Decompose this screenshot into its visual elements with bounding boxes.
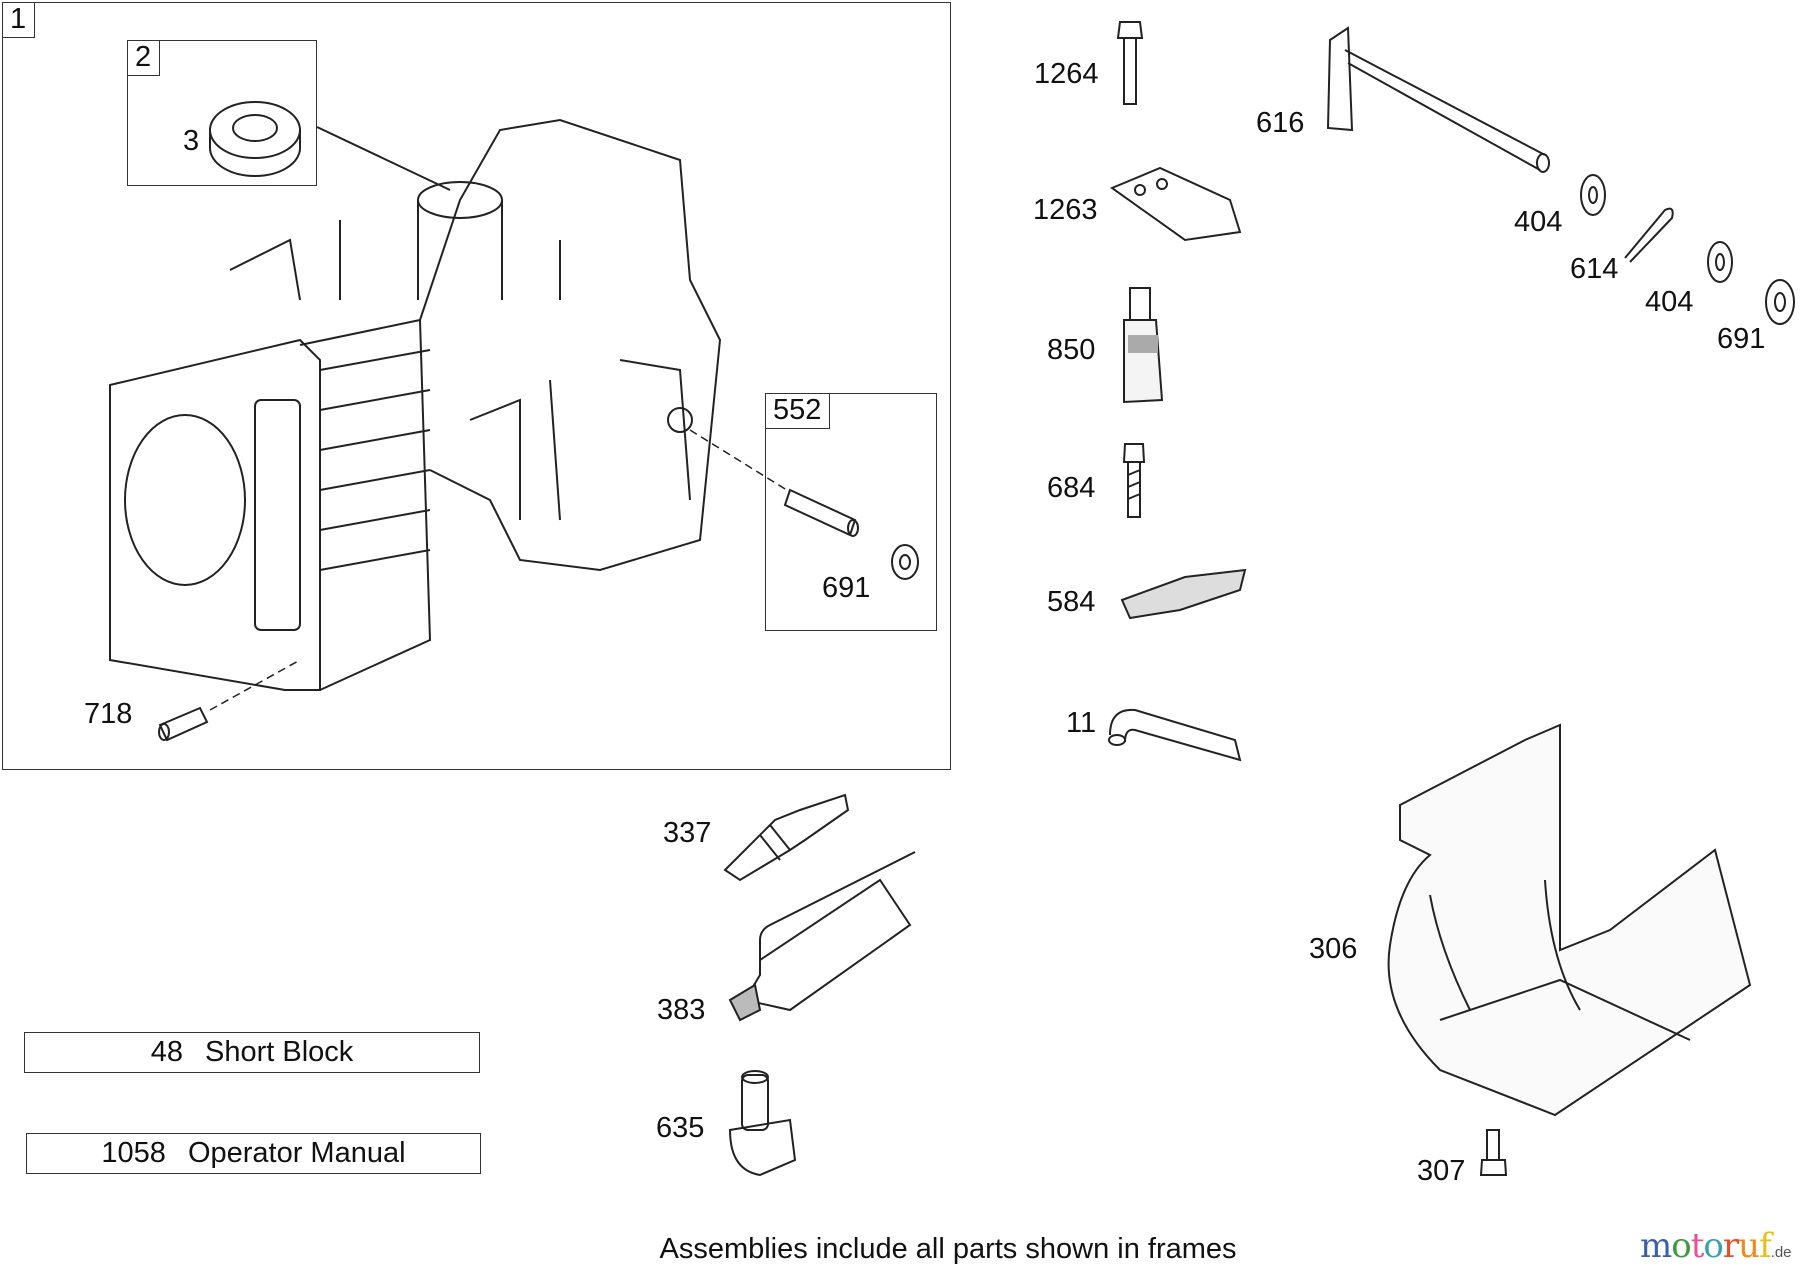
frame-pin-kit: 552 xyxy=(765,393,937,631)
boot-drawing xyxy=(728,1070,797,1177)
shaft-drawing xyxy=(1326,26,1550,173)
cotter-pin-drawing xyxy=(1624,207,1674,263)
kit-label: Short Block xyxy=(204,1036,354,1068)
footer-note: Assemblies include all parts shown in fr… xyxy=(659,1233,1237,1265)
pin-drawing xyxy=(783,488,859,537)
callout-1264[interactable]: 1264 xyxy=(1034,58,1099,90)
screw-drawing xyxy=(1116,21,1144,105)
callout-3[interactable]: 3 xyxy=(183,125,200,157)
leader-line xyxy=(316,126,451,191)
callout-404[interactable]: 404 xyxy=(1514,206,1563,238)
callout-616[interactable]: 616 xyxy=(1256,107,1305,139)
plate-drawing xyxy=(1109,166,1242,242)
callout-1263[interactable]: 1263 xyxy=(1033,194,1098,226)
sealant-tube-drawing xyxy=(1123,287,1164,404)
frame-number: 1 xyxy=(3,3,36,38)
callout-718[interactable]: 718 xyxy=(84,698,133,730)
washer-404-drawing xyxy=(1580,174,1606,216)
callout-404[interactable]: 404 xyxy=(1645,286,1694,318)
seal-drawing xyxy=(209,101,301,177)
washer-drawing xyxy=(891,544,919,580)
callout-614[interactable]: 614 xyxy=(1570,253,1619,285)
callout-684[interactable]: 684 xyxy=(1047,472,1096,504)
kit-number: 1058 xyxy=(101,1137,166,1169)
screw-drawing-684 xyxy=(1122,443,1146,518)
callout-691[interactable]: 691 xyxy=(822,572,871,604)
callout-307[interactable]: 307 xyxy=(1417,1155,1466,1187)
callout-691[interactable]: 691 xyxy=(1717,323,1766,355)
spark-plug-drawing xyxy=(723,793,850,882)
callout-11[interactable]: 11 xyxy=(1066,707,1097,739)
hose-drawing xyxy=(1108,708,1242,762)
washer-691-drawing xyxy=(1765,279,1795,325)
logo: motoruf.de xyxy=(1640,1226,1792,1266)
clamp-drawing xyxy=(1120,568,1247,620)
frame-number: 2 xyxy=(128,41,161,76)
breather-drawing xyxy=(728,851,916,1022)
callout-635[interactable]: 635 xyxy=(656,1112,705,1144)
kit-short-block[interactable]: 48 Short Block xyxy=(24,1032,480,1073)
kit-label: Operator Manual xyxy=(187,1137,406,1169)
screw-drawing-307 xyxy=(1479,1129,1508,1176)
callout-337[interactable]: 337 xyxy=(663,817,712,849)
kit-operator-manual[interactable]: 1058 Operator Manual xyxy=(26,1133,481,1174)
washer-404b-drawing xyxy=(1707,241,1733,283)
dowel-pin-drawing xyxy=(158,706,209,742)
frame-number: 552 xyxy=(766,394,831,429)
logo-text: motoruf xyxy=(1640,1226,1772,1266)
engine-block-drawing xyxy=(109,118,722,691)
callout-306[interactable]: 306 xyxy=(1309,933,1358,965)
logo-suffix: .de xyxy=(1770,1244,1792,1261)
shield-drawing xyxy=(1387,723,1752,1117)
kit-number: 48 xyxy=(150,1036,183,1068)
callout-850[interactable]: 850 xyxy=(1047,334,1096,366)
frame-seal-kit: 2 xyxy=(127,40,317,186)
callout-584[interactable]: 584 xyxy=(1047,586,1096,618)
frame-engine-block: 1 xyxy=(2,2,951,770)
callout-383[interactable]: 383 xyxy=(657,994,706,1026)
